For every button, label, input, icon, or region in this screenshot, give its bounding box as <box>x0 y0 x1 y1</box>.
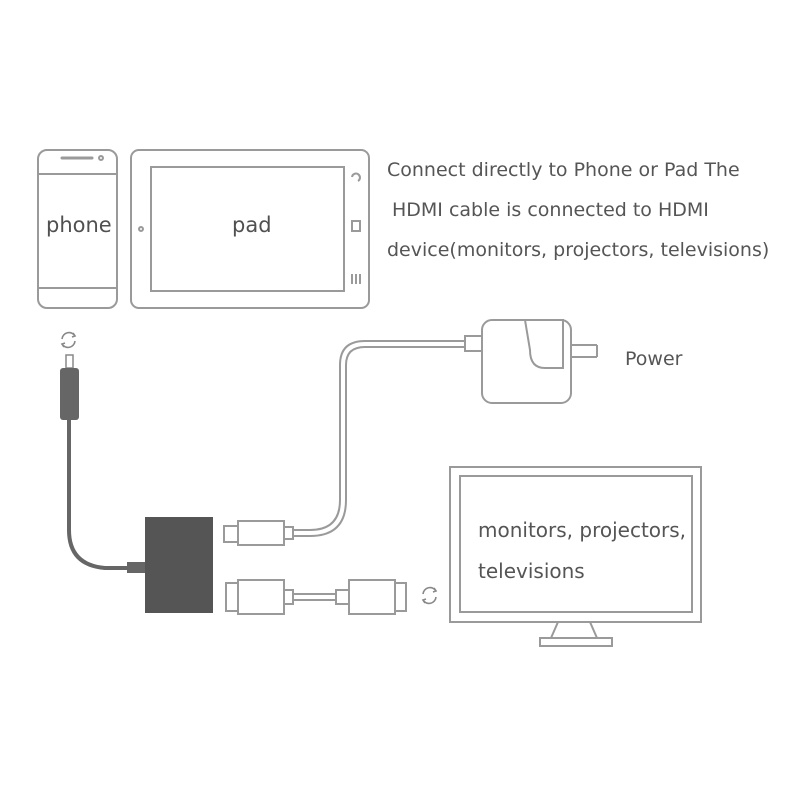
phone-label: phone <box>46 213 112 237</box>
pad-home-icon <box>351 220 361 232</box>
rotate-icon <box>60 331 77 349</box>
pad-camera <box>138 226 144 232</box>
power-label: Power <box>625 348 683 370</box>
usb-power-cable <box>223 335 483 546</box>
monitor-bezel <box>449 466 702 623</box>
monitor-base <box>539 637 613 647</box>
display-label-line-2: televisions <box>478 559 585 583</box>
monitor-neck <box>549 621 599 639</box>
monitor-icon <box>449 466 702 647</box>
hdmi-cable-icon <box>225 579 407 615</box>
description-line-3: device(monitors, projectors, televisions… <box>387 239 770 261</box>
lightning-cable-strain-relief <box>127 562 145 573</box>
description-line-1: Connect directly to Phone or Pad The <box>387 159 740 181</box>
adapter-icon <box>145 517 213 613</box>
pad-screen <box>150 166 345 292</box>
phone-camera <box>98 155 104 161</box>
pad-body <box>130 149 370 309</box>
pad-label: pad <box>232 213 272 237</box>
lightning-cable <box>67 420 147 570</box>
power-adapter-icon <box>481 319 598 404</box>
phone-illustration <box>37 149 118 309</box>
display-label-line-1: monitors, projectors, <box>478 518 687 542</box>
lightning-connector-icon <box>60 354 79 420</box>
pad-back-icon <box>351 172 361 182</box>
description-line-2: HDMI cable is connected to HDMI <box>392 199 709 221</box>
rotate-icon-hdmi <box>421 586 438 605</box>
pad-illustration <box>130 149 370 309</box>
monitor-screen <box>459 475 693 613</box>
phone-body <box>37 149 118 309</box>
